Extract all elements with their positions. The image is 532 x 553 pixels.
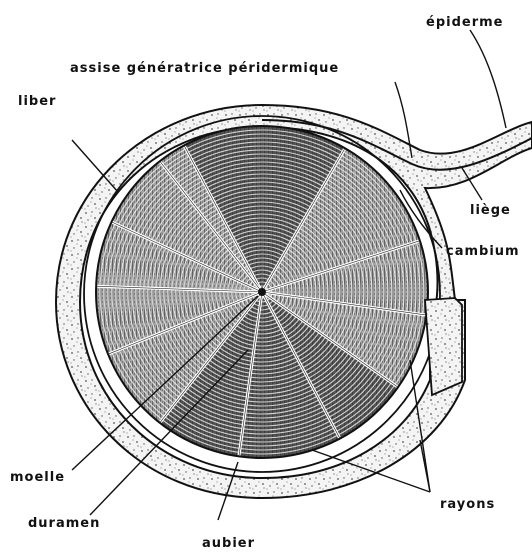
label-epiderme: épiderme	[426, 15, 503, 30]
label-liber: liber	[18, 94, 56, 109]
label-rayons: rayons	[440, 497, 495, 512]
pith	[258, 288, 266, 296]
bark-notch	[425, 298, 462, 395]
label-assise: assise génératrice péridermique	[70, 61, 339, 76]
label-liege: liège	[470, 203, 511, 218]
label-cambium: cambium	[446, 244, 520, 259]
label-duramen: duramen	[28, 516, 100, 531]
label-aubier: aubier	[202, 536, 255, 551]
label-moelle: moelle	[10, 470, 65, 485]
